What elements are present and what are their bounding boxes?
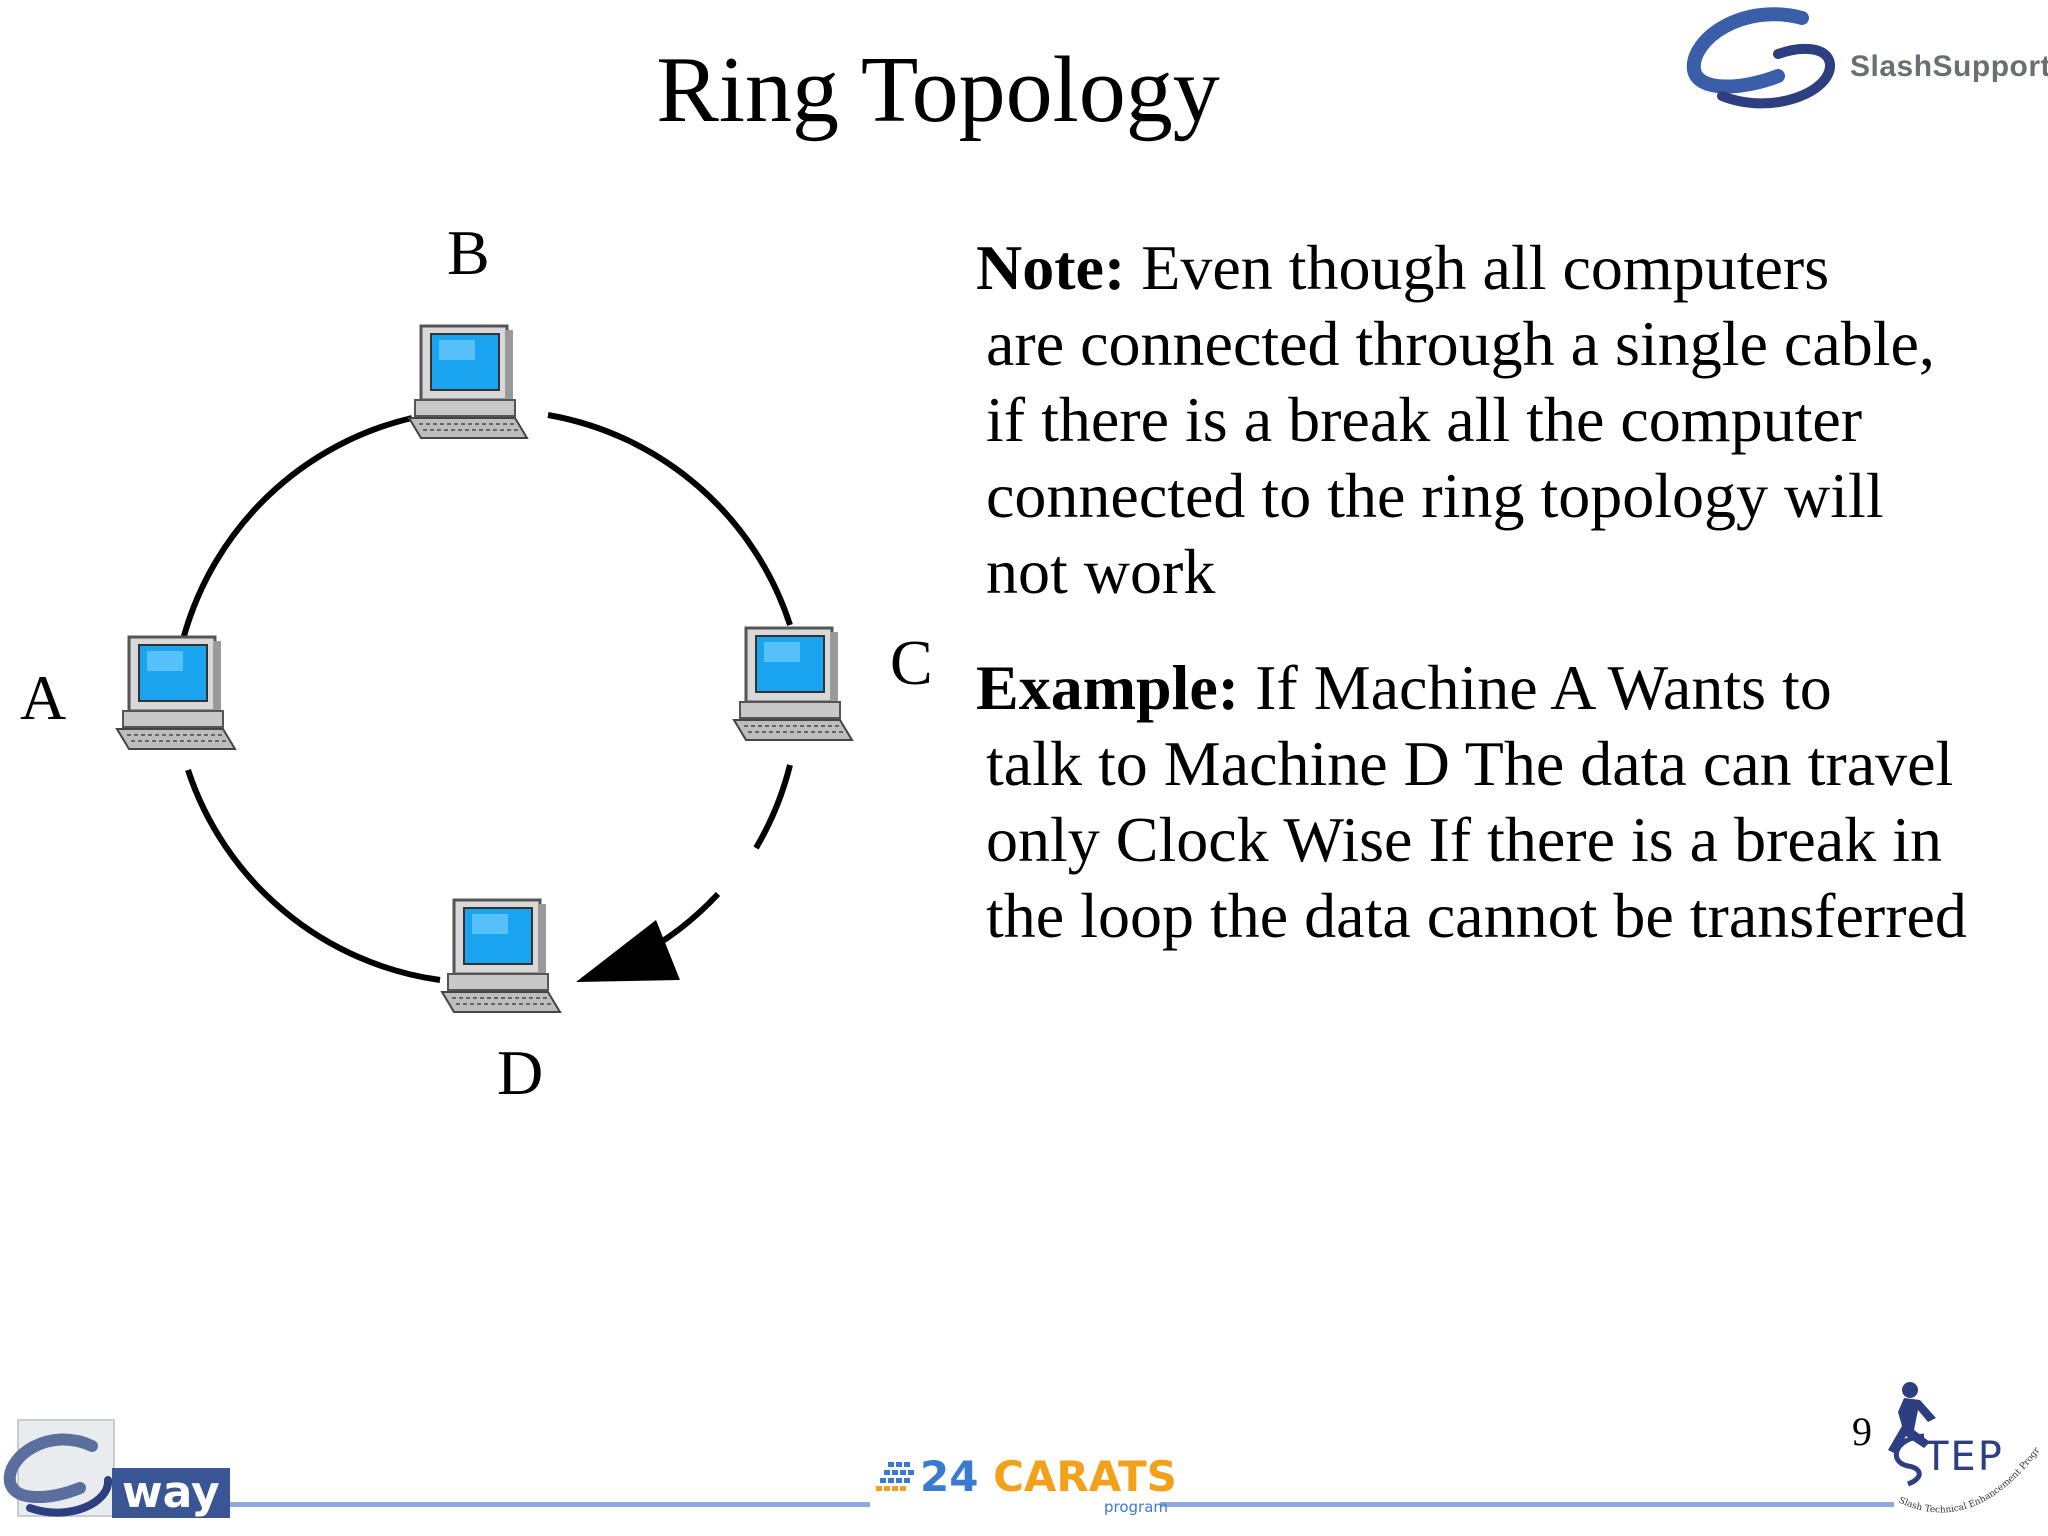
example-first-line: If Machine A Wants to: [1239, 652, 1832, 723]
carats-number: 24: [920, 1452, 979, 1501]
ring-cable-a-b: [181, 415, 413, 637]
step-swoosh-icon: [1894, 1433, 1925, 1487]
node-label-c: C: [890, 627, 933, 698]
way-swoosh-icon: [3, 1419, 115, 1517]
note-paragraph: Note: Even though all computers are conn…: [976, 230, 1976, 610]
example-paragraph: Example: If Machine A Wants to talk to M…: [976, 650, 1976, 954]
computer-a-icon: [115, 635, 237, 751]
way-logo-text: way: [112, 1468, 230, 1518]
way-logo: way: [0, 1416, 230, 1526]
computer-b-icon: [407, 324, 529, 440]
computer-c-icon: [732, 626, 854, 742]
24-carats-logo: 24 CARATS program: [874, 1452, 1177, 1522]
example-label: Example:: [976, 652, 1240, 723]
slashsupport-logo-text: SlashSupport: [1850, 50, 2048, 83]
swoosh-icon: [1686, 7, 1835, 109]
slashsupport-logo: SlashSupport: [1682, 6, 2048, 126]
note-text: are connected through a single cable, if…: [986, 308, 1935, 607]
slide-title: Ring Topology: [656, 38, 1220, 142]
footer-divider-right: [1160, 1502, 1894, 1507]
step-logo: TEP Slash Technical Enhancement Program: [1880, 1371, 2048, 1528]
node-label-a: A: [20, 662, 66, 733]
carats-word: CARATS: [993, 1452, 1177, 1501]
example-text: talk to Machine D The data can travel on…: [986, 728, 1967, 951]
24-carats-logo-text: 24 CARATS: [920, 1452, 1177, 1502]
note-first-line: Even though all computers: [1125, 232, 1830, 303]
node-label-d: D: [497, 1037, 543, 1108]
ring-cable-d-a: [185, 769, 441, 983]
carats-program-caption: program: [1104, 1498, 1169, 1516]
runner-figure-icon: [1888, 1382, 1936, 1454]
ring-cable-c-d: [753, 764, 793, 850]
clockwise-arrowhead-icon: [576, 920, 680, 982]
note-label: Note:: [976, 232, 1126, 303]
step-logo-text: TEP: [1923, 1434, 2004, 1480]
ring-topology-diagram: B A C D: [0, 200, 960, 1120]
explanation-panel: Note: Even though all computers are conn…: [976, 230, 1976, 954]
ring-cable-b-c: [547, 412, 793, 626]
page-number: 9: [1852, 1409, 1872, 1454]
node-label-b: B: [447, 217, 490, 288]
carats-grid-icon: [876, 1462, 914, 1491]
computer-d-icon: [440, 898, 562, 1014]
footer-divider-left: [224, 1502, 870, 1507]
